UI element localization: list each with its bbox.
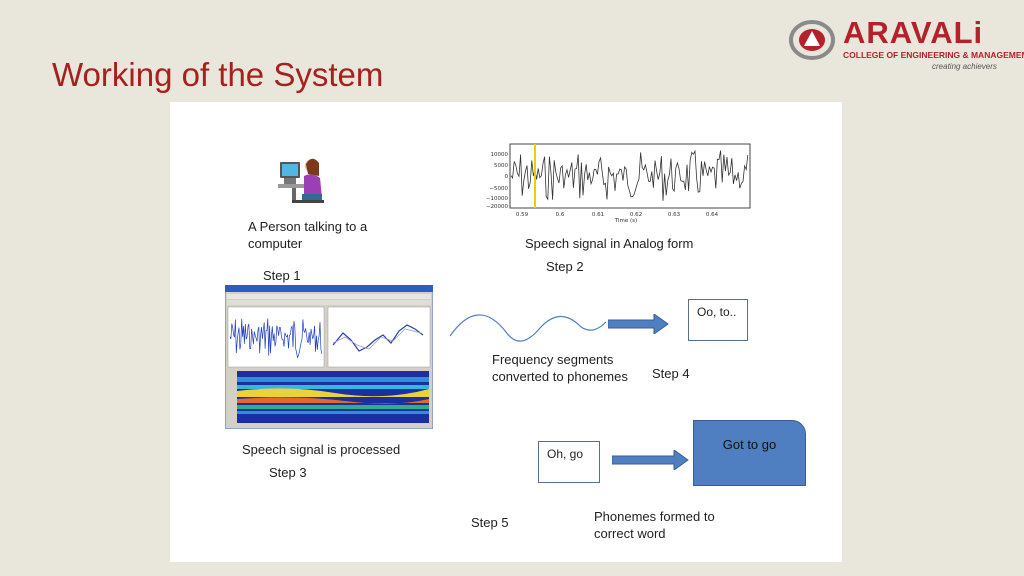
frequency-curve xyxy=(448,302,608,357)
logo-subtitle: COLLEGE OF ENGINEERING & MANAGEMENT xyxy=(843,50,1024,60)
y-tick: −5000 xyxy=(489,186,508,192)
step5-label: Step 5 xyxy=(471,515,509,530)
y-tick: −10000 xyxy=(486,196,509,202)
x-tick: 0.61 xyxy=(592,212,604,218)
step4-label: Step 4 xyxy=(652,366,690,381)
right-arrow-icon xyxy=(611,449,690,475)
app-waveform xyxy=(229,318,323,359)
phoneme-input-box: Oh, go xyxy=(538,441,600,483)
step4-caption: Frequency segments converted to phonemes xyxy=(492,352,628,384)
logo-tagline: creating achievers xyxy=(932,62,997,71)
step5-caption: Phonemes formed to correct word xyxy=(594,509,715,541)
waveform-line xyxy=(510,149,749,201)
step3-label: Step 3 xyxy=(269,465,307,480)
phoneme-output-box: Oo, to.. xyxy=(688,299,748,341)
word-output-box: Got to go xyxy=(693,420,806,486)
x-tick: 0.62 xyxy=(630,212,642,218)
logo-name: ARAVALi xyxy=(843,15,984,50)
waveform-trace xyxy=(229,318,323,359)
step1-label: Step 1 xyxy=(263,268,301,283)
logo-emblem-icon xyxy=(788,18,838,67)
x-axis-label: Time (s) xyxy=(614,218,637,224)
y-tick: 10000 xyxy=(491,152,509,158)
analog-waveform-plot: 10000 5000 0 −5000 −10000 −20000 0.59 0.… xyxy=(480,140,756,231)
right-arrow-icon xyxy=(607,313,670,339)
slide-title: Working of the System xyxy=(52,56,384,93)
x-tick: 0.64 xyxy=(706,212,719,218)
x-tick: 0.59 xyxy=(516,212,529,218)
x-tick: 0.6 xyxy=(556,212,565,218)
step2-label: Step 2 xyxy=(546,259,584,274)
step3-caption: Speech signal is processed xyxy=(242,442,401,457)
waveform-trace xyxy=(510,149,749,201)
processing-app-screenshot xyxy=(224,284,434,434)
x-tick: 0.63 xyxy=(668,212,681,218)
diagram-panel: A Person talking to a computer Step 1 10… xyxy=(170,102,842,562)
y-tick: −20000 xyxy=(486,204,509,210)
y-tick: 0 xyxy=(505,174,509,180)
person-computer-icon xyxy=(278,154,326,211)
y-tick: 5000 xyxy=(494,163,508,169)
step2-caption: Speech signal in Analog form xyxy=(525,236,694,251)
step1-caption: A Person talking to a computer xyxy=(248,219,368,251)
